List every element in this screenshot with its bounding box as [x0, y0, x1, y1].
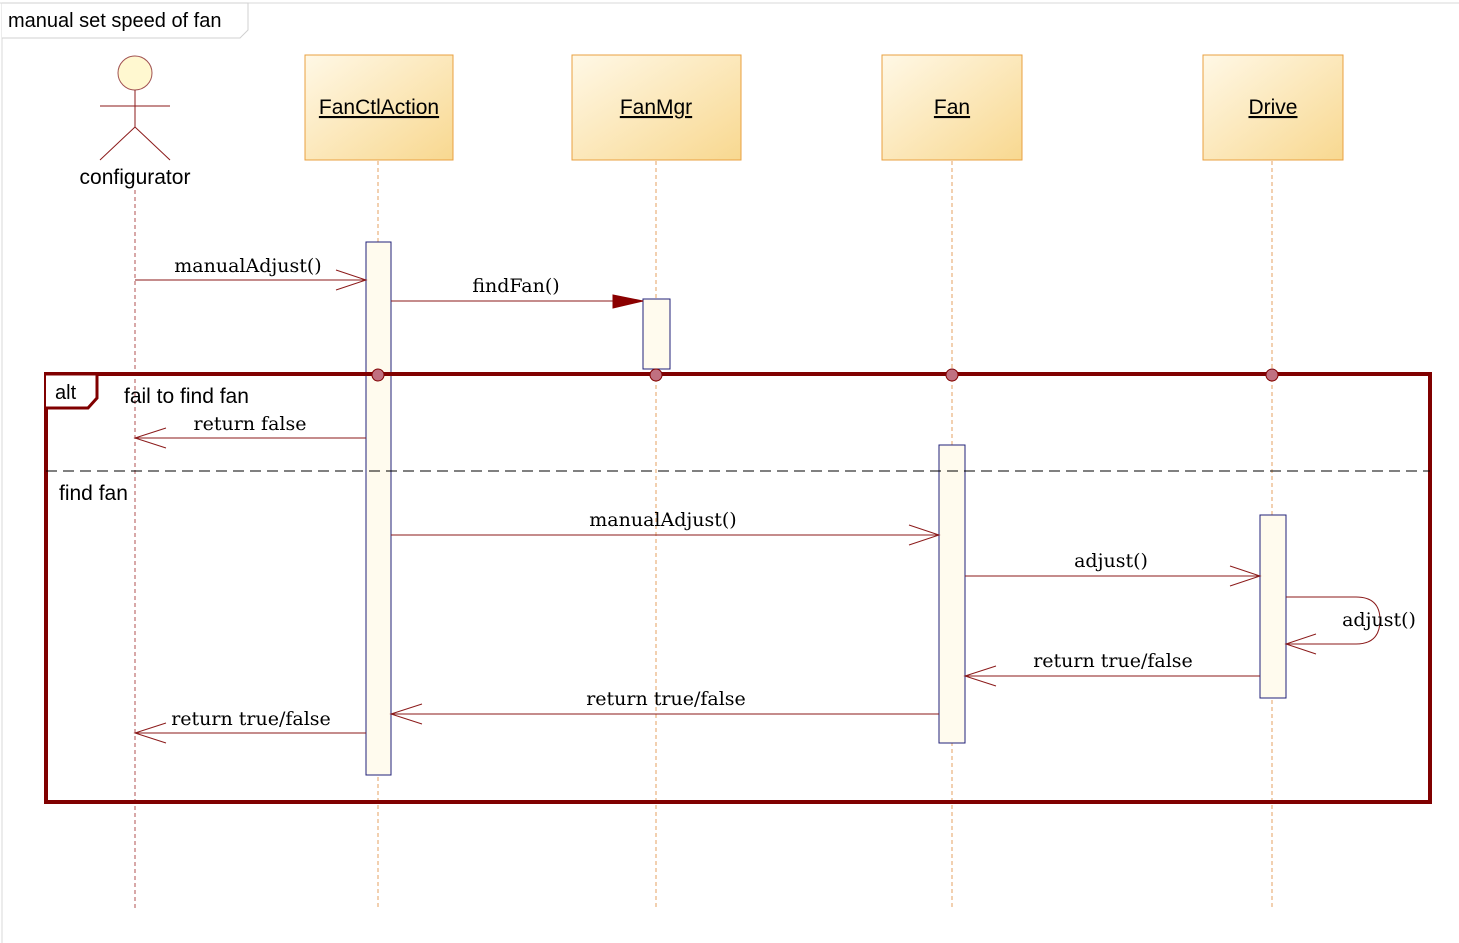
participant-label: configurator	[80, 166, 191, 189]
message-label: return false	[194, 413, 307, 435]
activation-drive	[1259, 514, 1287, 699]
fragment-operator-tab	[46, 372, 99, 410]
activation-fan	[938, 444, 966, 744]
message-return-drive-to-fan[interactable]: return true/false	[963, 650, 1260, 687]
message-manualadjust-to-fanctlaction[interactable]: manualAdjust()	[135, 255, 368, 291]
message-return-false[interactable]: return false	[133, 413, 366, 449]
alt-fragment[interactable]: alt fail to find fan find fan	[44, 368, 1432, 804]
lifeline-marker	[371, 368, 385, 382]
lifeline-marker	[1265, 368, 1279, 382]
message-return-fan-to-fanctlaction[interactable]: return true/false	[389, 688, 939, 725]
messages: manualAdjust() findFan() return false ma…	[133, 255, 1416, 744]
guard-fail-to-find-fan: fail to find fan	[124, 385, 249, 408]
guard-find-fan: find fan	[59, 482, 128, 505]
lifeline-marker	[945, 368, 959, 382]
participant-label: FanMgr	[620, 96, 692, 119]
message-label: findFan()	[472, 275, 559, 297]
message-adjust-to-drive[interactable]: adjust()	[965, 550, 1262, 587]
message-manualadjust-to-fan[interactable]: manualAdjust()	[391, 509, 941, 546]
message-label: adjust()	[1342, 609, 1416, 631]
participant-fanmgr[interactable]: FanMgr	[571, 54, 742, 161]
participant-fan[interactable]: Fan	[881, 54, 1023, 161]
activation-fanctlaction	[365, 241, 392, 776]
fragment-operator: alt	[55, 382, 77, 404]
participant-label: Drive	[1248, 96, 1297, 119]
participant-drive[interactable]: Drive	[1202, 54, 1344, 161]
participant-configurator[interactable]: configurator	[80, 55, 191, 189]
participant-label: FanCtlAction	[319, 96, 439, 119]
message-label: manualAdjust()	[174, 255, 321, 277]
message-adjust-self[interactable]: adjust()	[1284, 596, 1416, 655]
activations	[365, 241, 1287, 776]
message-findfan[interactable]: findFan()	[391, 275, 644, 309]
message-label: return true/false	[171, 708, 331, 730]
message-label: manualAdjust()	[589, 509, 736, 531]
message-return-fanctlaction-to-configurator[interactable]: return true/false	[133, 708, 366, 744]
actor-head	[117, 55, 153, 91]
message-label: adjust()	[1074, 550, 1148, 572]
participant-label: Fan	[934, 96, 970, 119]
message-label: return true/false	[586, 688, 746, 710]
diagram-title: manual set speed of fan	[8, 10, 221, 32]
message-label: return true/false	[1033, 650, 1193, 672]
participant-fanctlaction[interactable]: FanCtlAction	[304, 54, 454, 161]
lifeline-marker	[649, 368, 663, 382]
activation-fanmgr	[642, 298, 671, 370]
